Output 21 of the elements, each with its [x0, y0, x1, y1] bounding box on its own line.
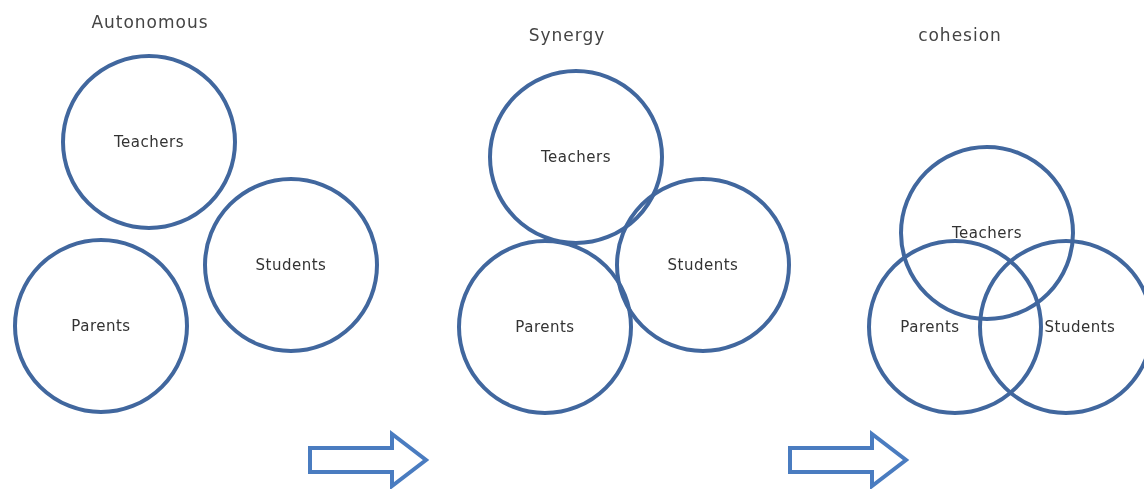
stage-title: cohesion [918, 25, 1002, 45]
circle [457, 239, 633, 415]
circle [13, 238, 189, 414]
stage-title: Autonomous [91, 12, 209, 32]
circle-label: Teachers [952, 224, 1022, 242]
circle-label: Students [667, 256, 739, 274]
stage-title: Synergy [528, 25, 606, 45]
circle-label: Parents [515, 318, 575, 336]
circle-label: Students [255, 256, 327, 274]
circle-label: Students [1044, 318, 1116, 336]
circle-label: Teachers [114, 133, 184, 151]
circle-label: Teachers [541, 148, 611, 166]
circle [61, 54, 237, 230]
circle-label: Parents [71, 317, 131, 335]
circle-label: Parents [900, 318, 960, 336]
circle [899, 145, 1075, 321]
circle [488, 69, 664, 245]
circle [978, 239, 1144, 415]
circle [203, 177, 379, 353]
circle [615, 177, 791, 353]
circle [867, 239, 1043, 415]
